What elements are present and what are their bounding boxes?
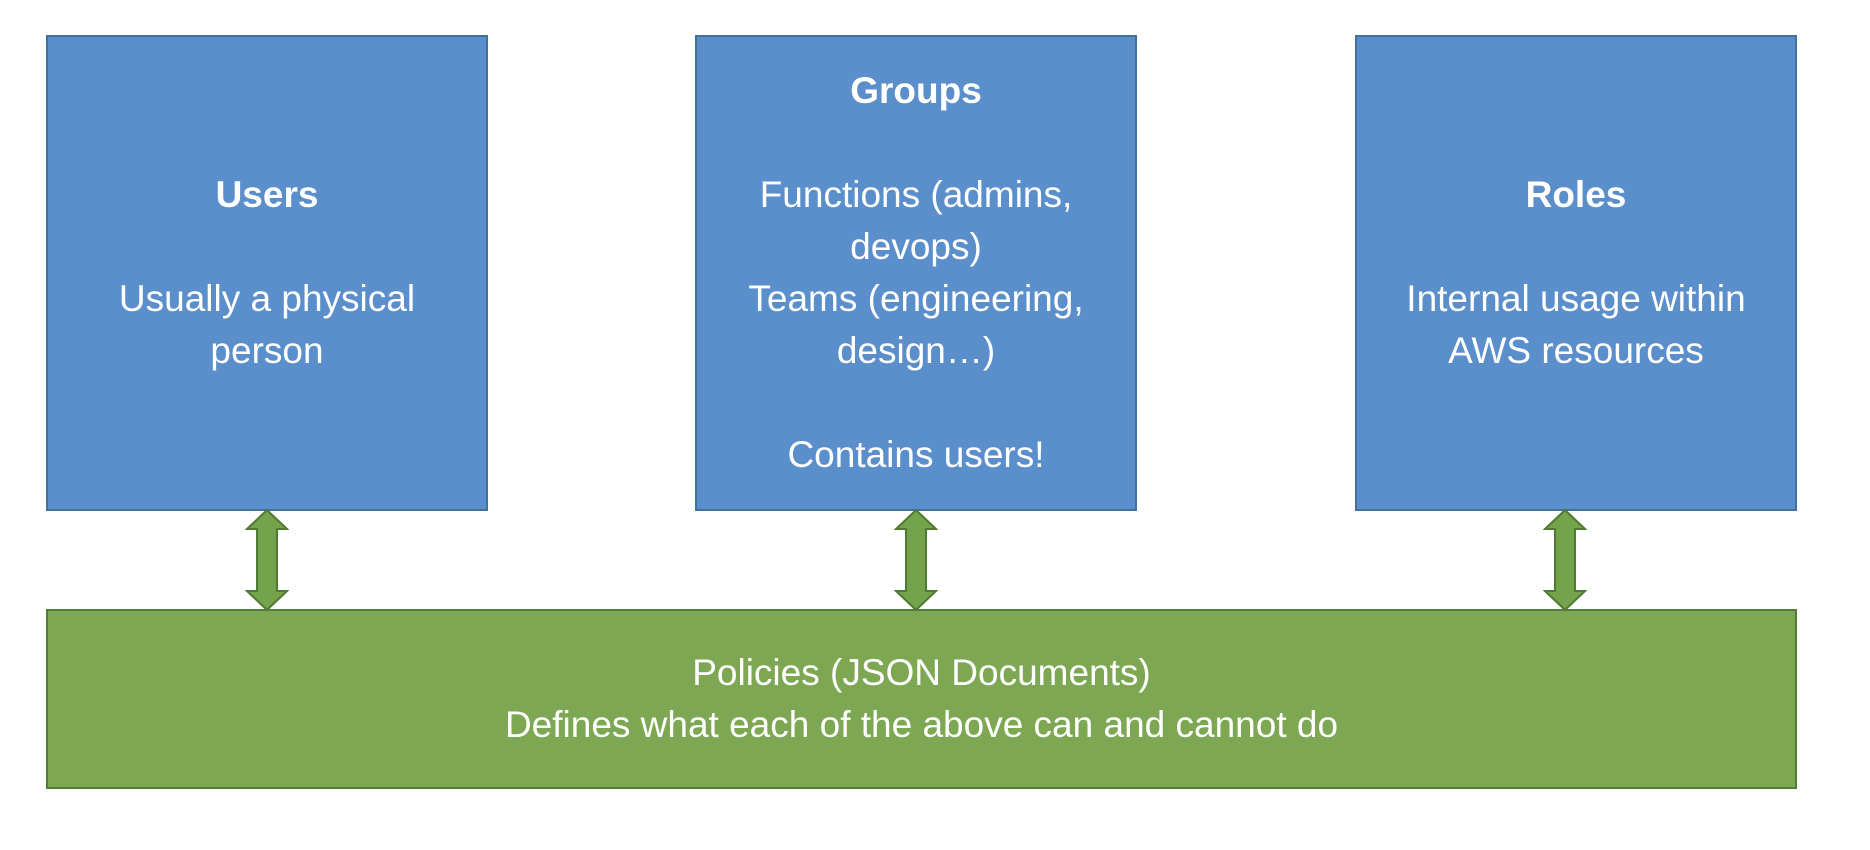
users-line-1: Usually a physical	[118, 278, 416, 319]
users-title: Users	[215, 174, 319, 215]
groups-policies-arrow-icon	[894, 509, 938, 611]
policies-title: Policies (JSON Documents)	[692, 652, 1151, 693]
roles-line-2: AWS resources	[1448, 330, 1704, 371]
policies-box: Policies (JSON Documents) Defines what e…	[46, 609, 1797, 789]
roles-box: Roles Internal usage within AWS resource…	[1355, 35, 1797, 511]
groups-title: Groups	[850, 70, 982, 111]
groups-line-3: Teams (engineering,	[748, 278, 1084, 319]
groups-line-4: design…)	[836, 330, 996, 371]
policies-description: Defines what each of the above can and c…	[504, 704, 1339, 745]
roles-policies-arrow-icon	[1543, 509, 1587, 611]
users-box: Users Usually a physical person	[46, 35, 488, 511]
roles-title: Roles	[1525, 174, 1627, 215]
roles-line-1: Internal usage within	[1406, 278, 1746, 319]
groups-note: Contains users!	[787, 434, 1045, 475]
groups-line-2: devops)	[850, 226, 982, 267]
groups-line-1: Functions (admins,	[759, 174, 1073, 215]
users-policies-arrow-icon	[245, 509, 289, 611]
users-line-2: person	[210, 330, 324, 371]
groups-box: Groups Functions (admins, devops) Teams …	[695, 35, 1137, 511]
